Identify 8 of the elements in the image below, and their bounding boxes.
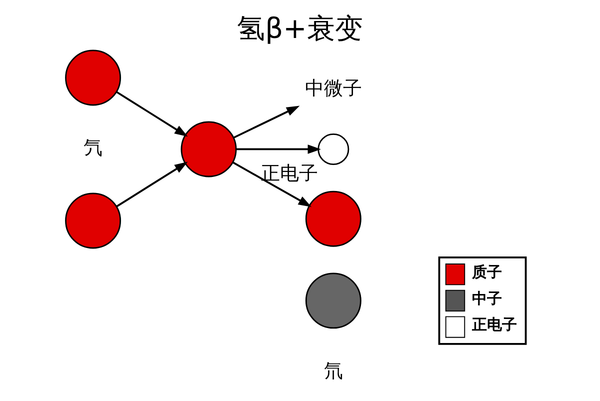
legend-label: 质子 bbox=[472, 262, 502, 281]
diagram-title: 氢β+衰变 bbox=[237, 12, 363, 46]
node-text: 中微子 bbox=[304, 78, 362, 100]
legend-label: 正电子 bbox=[472, 316, 518, 334]
node-label: 正电子 bbox=[261, 163, 318, 184]
label: 氕 bbox=[84, 138, 103, 159]
label: 氘 bbox=[324, 360, 343, 382]
legend-label: 中子 bbox=[472, 289, 502, 308]
